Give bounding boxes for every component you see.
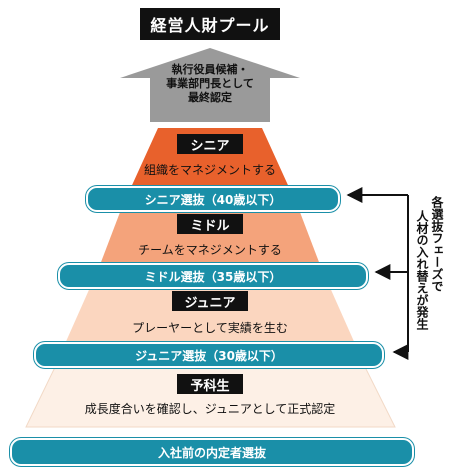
selection-junior: ジュニア選抜（30歳以下） [34,342,384,368]
arrow-text-line-3: 最終認定 [188,91,232,104]
arrow-text-line-2: 事業部門長として [166,77,254,90]
stage-label-preliminary: 予科生 [177,374,243,394]
arrow-text-line-1: 執行役員候補・ [171,63,249,76]
band-senior [128,128,292,194]
side-note-line-1: 各選抜フェーズで [430,196,444,292]
stage-label-junior: ジュニア [172,291,248,311]
promotion-arrow [120,48,300,122]
role-senior: 組織をマネジメントする [143,163,276,177]
stage-label-senior: シニア [177,134,243,154]
role-preliminary: 成長度合いを確認し、ジュニアとして正式認定 [84,402,336,416]
selection-pre-hire: 入社前の内定者選抜 [10,438,414,466]
top-label: 経営人財プール [140,8,280,40]
stage-label-middle: ミドル [177,214,243,234]
selection-middle: ミドル選抜（35歳以下） [58,263,368,289]
band-preliminary [25,360,396,428]
arrow-text: 執行役員候補・ 事業部門長として 最終認定 [118,63,302,105]
rotation-bracket [346,187,409,360]
band-middle [98,207,322,270]
role-middle: チームをマネジメントする [138,243,282,257]
role-junior: プレーヤーとして実績を生む [132,321,288,335]
side-note-line-2: 人材の入れ替えが発生 [415,210,429,330]
band-junior [64,283,356,346]
selection-senior: シニア選抜（40歳以下） [86,186,340,212]
